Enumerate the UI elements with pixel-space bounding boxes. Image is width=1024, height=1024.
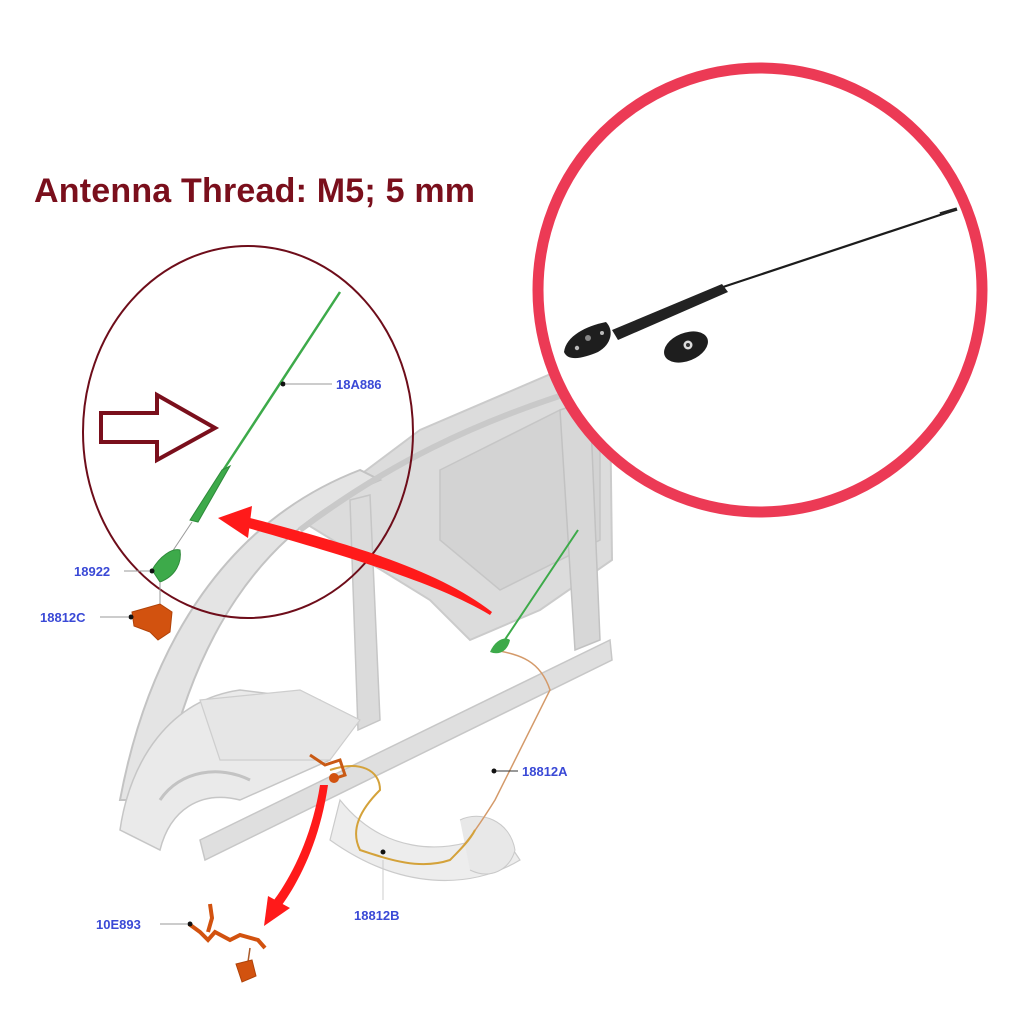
- antenna-on-vehicle: [490, 529, 579, 654]
- red-curved-arrow-icon-lower: [264, 785, 328, 926]
- outline-right-arrow-icon: [99, 391, 220, 464]
- harness-part: [160, 770, 518, 983]
- red-curved-arrow-icon: [218, 506, 492, 615]
- part-label-cable-c: 18812C: [40, 610, 86, 625]
- part-label-cable-b: 18812B: [354, 908, 400, 923]
- vehicle-body-frame: [118, 368, 614, 881]
- wiring-harness-on-body: [309, 649, 551, 866]
- part-label-harness: 10E893: [96, 917, 141, 932]
- detail-circle: [82, 245, 414, 619]
- part-label-base: 18922: [74, 564, 111, 579]
- page-title: Antenna Thread: M5; 5 mm: [34, 172, 476, 210]
- part-label-mast: 18A886: [336, 377, 382, 392]
- antenna-base-part: [124, 549, 181, 612]
- antenna-product-photo: [564, 207, 958, 363]
- product-photo-circle: [532, 62, 988, 518]
- part-label-cable-a: 18812A: [522, 764, 568, 779]
- cable-connector-part: [100, 603, 173, 641]
- antenna-mast-exploded: [171, 291, 342, 553]
